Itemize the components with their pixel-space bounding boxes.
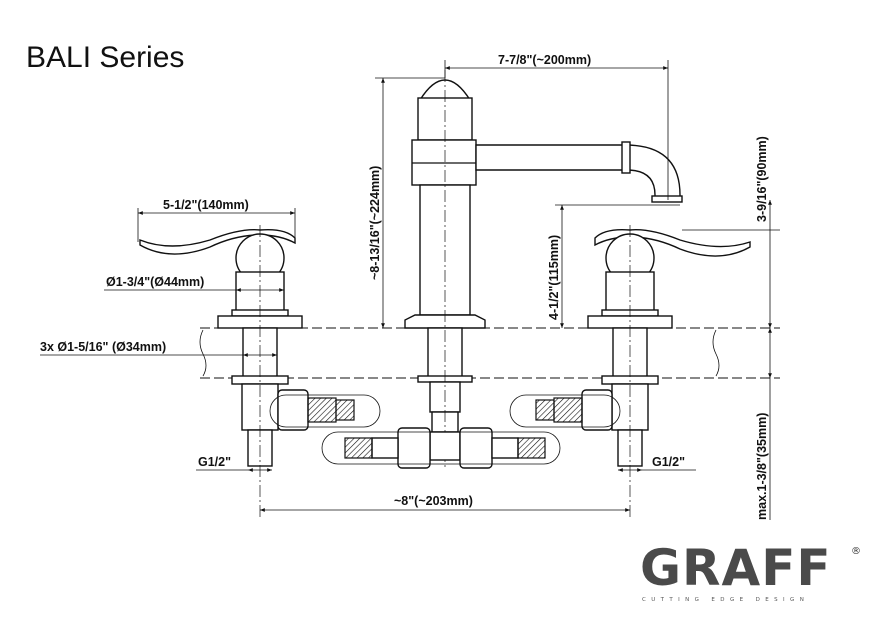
connection-right-label: G1/2" (652, 455, 685, 469)
connection-left-label: G1/2" (198, 455, 231, 469)
dimension-connection-left: G1/2" (196, 455, 272, 472)
spout-height-label: 3-9/16"(90mm) (755, 136, 769, 222)
tee-connector (321, 427, 561, 469)
dimension-handle-base: Ø1-3/4"(Ø44mm) (104, 275, 284, 292)
dimension-deck-thickness: max.1-3/8"(35mm) (755, 328, 772, 520)
deck-thickness-label: max.1-3/8"(35mm) (755, 413, 769, 520)
handle-width-label: 5-1/2"(140mm) (163, 198, 249, 212)
hole-diameter-label: 3x Ø1-5/16" (Ø34mm) (40, 340, 166, 354)
dimension-hole-diameter: 3x Ø1-5/16" (Ø34mm) (40, 340, 277, 357)
dimension-spout-reach: 7-7/8"(~200mm) (444, 53, 669, 200)
spout (404, 70, 683, 470)
right-handle-valve (509, 225, 751, 520)
registered-mark: ® (851, 546, 861, 557)
page-title: BALI Series (26, 41, 184, 74)
dimension-overall-height: ~8-13/16"(~224mm) (368, 77, 445, 328)
dimension-spout-height: 3-9/16"(90mm) (682, 136, 780, 328)
countertop (199, 327, 780, 379)
handle-height-label: 4-1/2"(115mm) (547, 235, 561, 320)
left-handle-valve (139, 225, 381, 520)
overall-height-label: ~8-13/16"(~224mm) (368, 166, 382, 280)
logo-brand: GRAFF (640, 539, 832, 597)
handle-base-diameter-label: Ø1-3/4"(Ø44mm) (106, 275, 204, 289)
dimension-handle-width: 5-1/2"(140mm) (137, 198, 296, 242)
dimension-center-spread: ~8"(~203mm) (260, 494, 630, 512)
dimension-connection-right: G1/2" (618, 455, 696, 472)
dimension-handle-height: 4-1/2"(115mm) (547, 204, 680, 328)
spout-reach-label: 7-7/8"(~200mm) (498, 53, 591, 67)
logo-tagline: CUTTING EDGE DESIGN (642, 597, 809, 603)
center-spread-label: ~8"(~203mm) (394, 494, 473, 508)
graff-logo: GRAFF ® CUTTING EDGE DESIGN (640, 539, 861, 603)
